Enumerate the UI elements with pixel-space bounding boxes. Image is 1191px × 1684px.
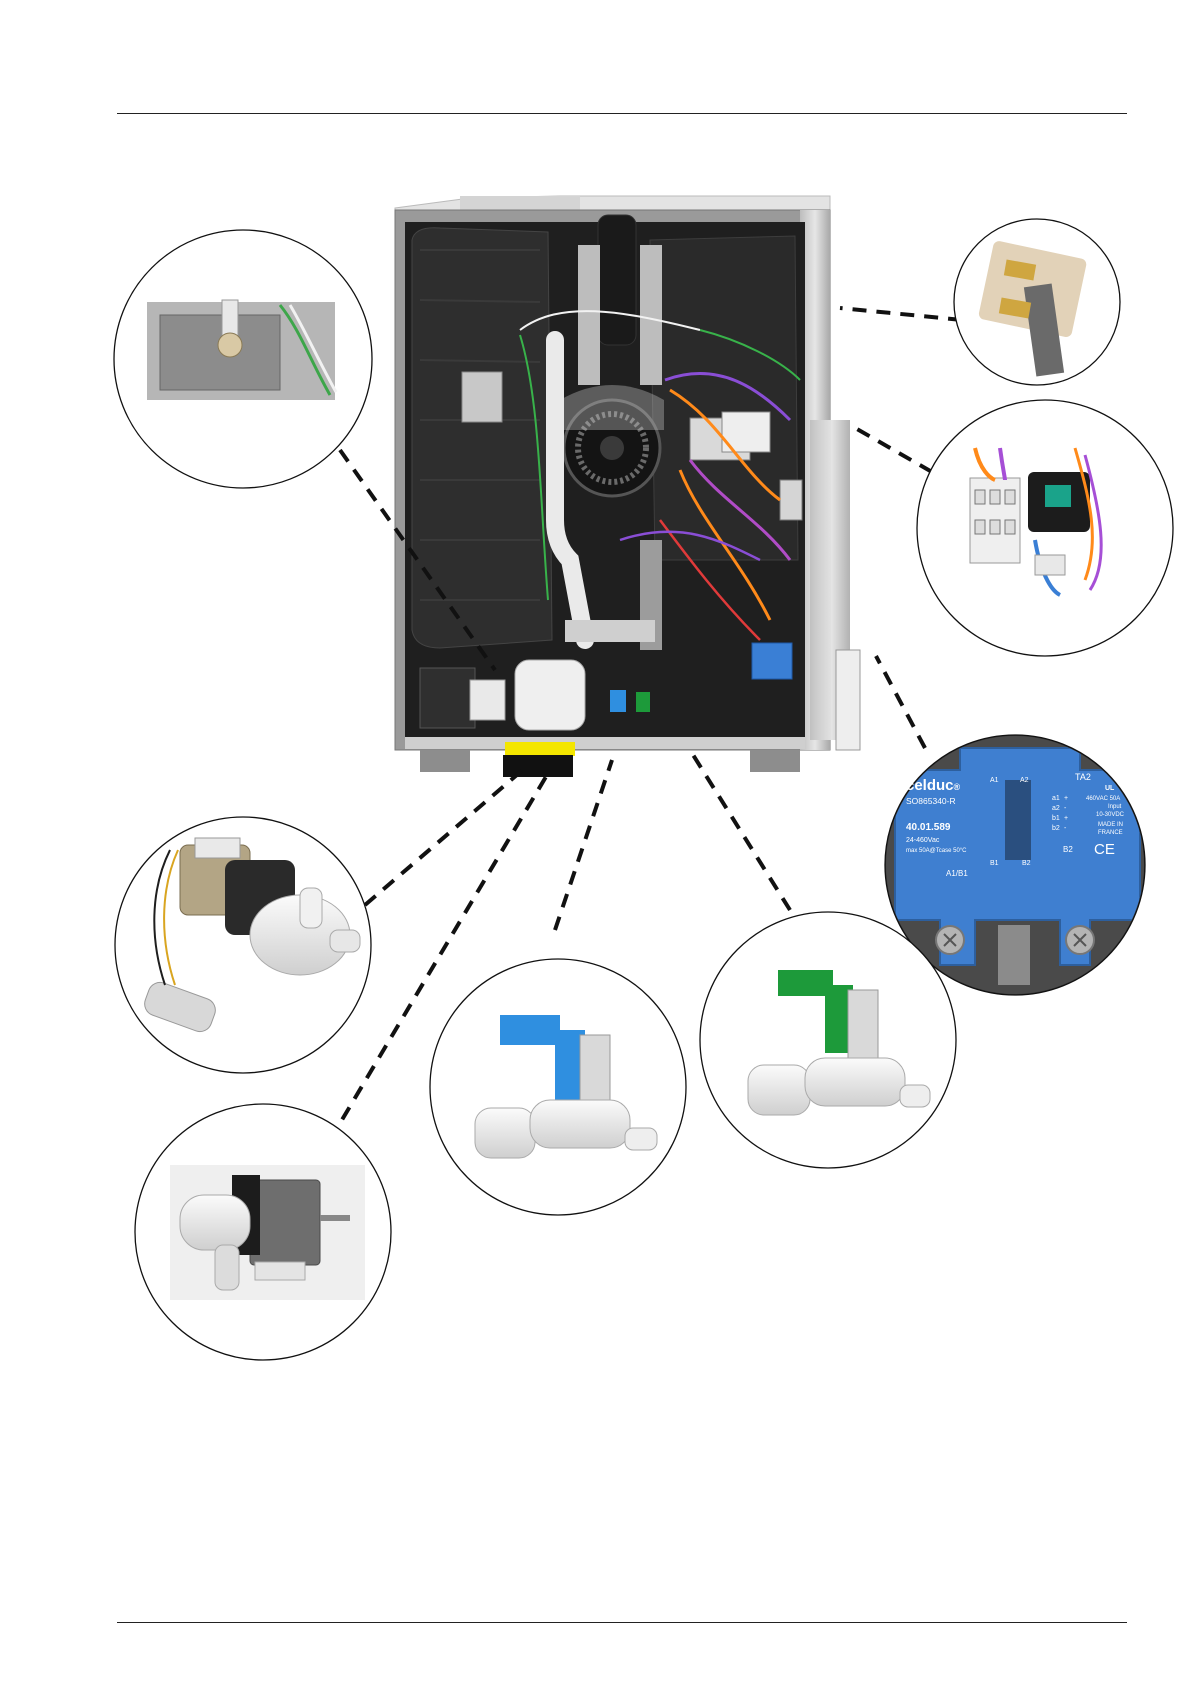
relay-rating: max 50A@Tcase 50°C: [906, 848, 967, 854]
cabinet-photo: [395, 196, 860, 777]
leader-valve-blue: [555, 760, 612, 930]
relay-terminal-ta2: TA2: [1075, 772, 1091, 782]
leader-valve-green: [690, 750, 790, 910]
relay-brand: celduc: [906, 777, 954, 794]
relay-terminal-a1: A1: [990, 777, 999, 784]
leader-sensor: [840, 308, 962, 320]
callout-wash-pump: [115, 817, 371, 1073]
relay-output-rating: 460VAC 50A: [1086, 796, 1120, 802]
callout-drain-pump: [135, 1104, 391, 1360]
relay-terminal-b2-lower: B2: [1063, 845, 1073, 854]
leader-relay: [876, 656, 925, 748]
leader-wash-pump: [365, 768, 525, 905]
relay-pin-a2: a2: [1052, 805, 1060, 812]
relay-terminal-a1b1: A1/B1: [946, 869, 968, 878]
relay-made-in-1: MADE IN: [1098, 822, 1123, 828]
relay-terminal-b1: B1: [990, 860, 999, 867]
relay-model: SO865340-R: [906, 796, 956, 806]
relay-pin-a1: a1: [1052, 795, 1060, 802]
callout-valve-blue: [430, 959, 686, 1215]
relay-made-in-2: FRANCE: [1098, 830, 1123, 836]
relay-pin-a1-sign: +: [1064, 795, 1068, 802]
relay-pin-b1: b1: [1052, 815, 1060, 822]
callout-transformer: [917, 400, 1173, 656]
relay-voltage: 24-460Vac: [906, 837, 940, 844]
relay-input-range: 10-30VDC: [1096, 812, 1125, 818]
relay-pin-b1-sign: +: [1064, 815, 1068, 822]
relay-part-no: 40.01.589: [906, 822, 951, 833]
relay-ce-mark: CE: [1094, 841, 1115, 858]
relay-terminal-b2: B2: [1022, 860, 1031, 867]
callout-valve-green: [700, 912, 956, 1168]
leader-transformer: [850, 425, 932, 472]
relay-ul-mark: UL: [1105, 785, 1115, 792]
relay-pin-b2: b2: [1052, 825, 1060, 832]
callout-sensor: [954, 219, 1120, 385]
relay-terminal-a2: A2: [1020, 777, 1029, 784]
callout-level-switch: [114, 230, 372, 488]
svg-text:celduc®: celduc®: [906, 777, 961, 794]
relay-brand-mark: ®: [954, 782, 961, 792]
relay-input-label: Input: [1108, 804, 1122, 810]
